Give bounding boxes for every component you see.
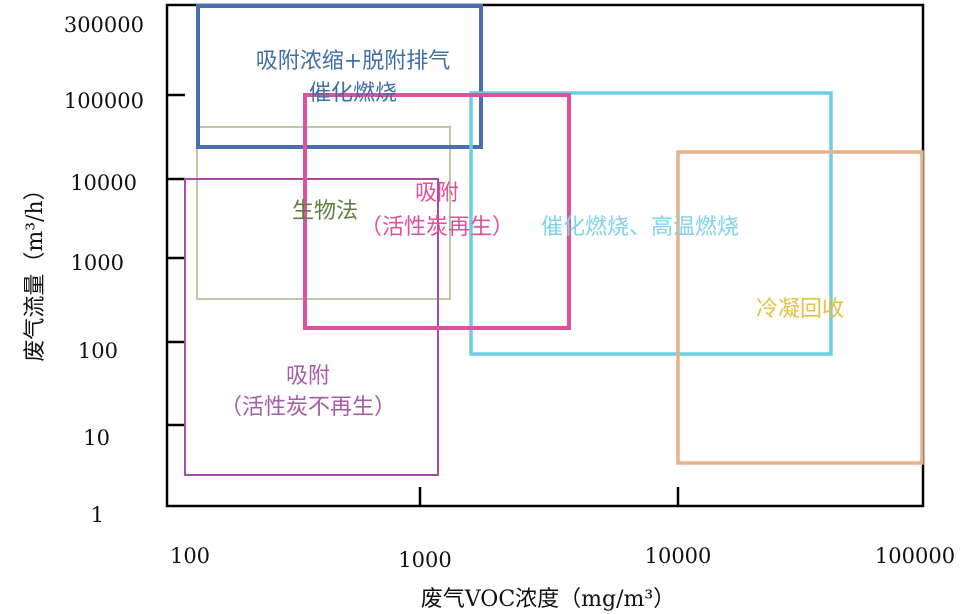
region-label-adsorption-regenerating-line1: 吸附 — [415, 181, 459, 206]
region-label-adsorption-non-regenerating-line1: 吸附 — [286, 364, 330, 389]
region-label-adsorption-concentration-line1: 吸附浓缩+脱附排气 — [256, 49, 450, 74]
region-box-adsorption-concentration — [196, 4, 483, 149]
region-box-biological — [196, 126, 451, 300]
region-label-biological: 生物法 — [292, 199, 358, 224]
region-label-combustion: 催化燃烧、高温燃烧 — [541, 215, 739, 240]
x-tick-label: 1000 — [398, 548, 451, 572]
y-tick-label: 1 — [91, 503, 104, 527]
y-tick-label: 300000 — [64, 13, 144, 37]
y-tick-label: 10 — [83, 426, 110, 450]
y-axis-title: 废气流量（m³/h） — [23, 178, 48, 361]
x-axis-title: 废气VOC浓度（mg/m³） — [421, 587, 675, 612]
y-tick-marks — [167, 93, 185, 427]
x-tick-label: 100000 — [875, 544, 955, 568]
region-label-adsorption-regenerating-line2: （活性炭再生） — [360, 215, 514, 240]
y-tick-label: 10000 — [70, 171, 137, 195]
region-box-combustion — [469, 91, 833, 356]
region-box-adsorption-regenerating — [303, 93, 571, 330]
x-tick-label: 10000 — [645, 544, 712, 568]
x-tick-marks — [418, 487, 680, 506]
y-tick-label: 100000 — [64, 89, 144, 113]
region-label-condensation: 冷凝回收 — [756, 297, 844, 322]
region-label-adsorption-non-regenerating-line2: （活性炭不再生） — [220, 395, 396, 420]
region-label-adsorption-concentration-line2: 催化燃烧 — [309, 81, 397, 106]
plot-frame — [165, 3, 925, 508]
y-tick-label: 100 — [78, 339, 118, 363]
x-tick-label: 100 — [170, 544, 210, 568]
y-tick-label: 1000 — [71, 251, 124, 275]
region-box-condensation — [676, 150, 924, 465]
